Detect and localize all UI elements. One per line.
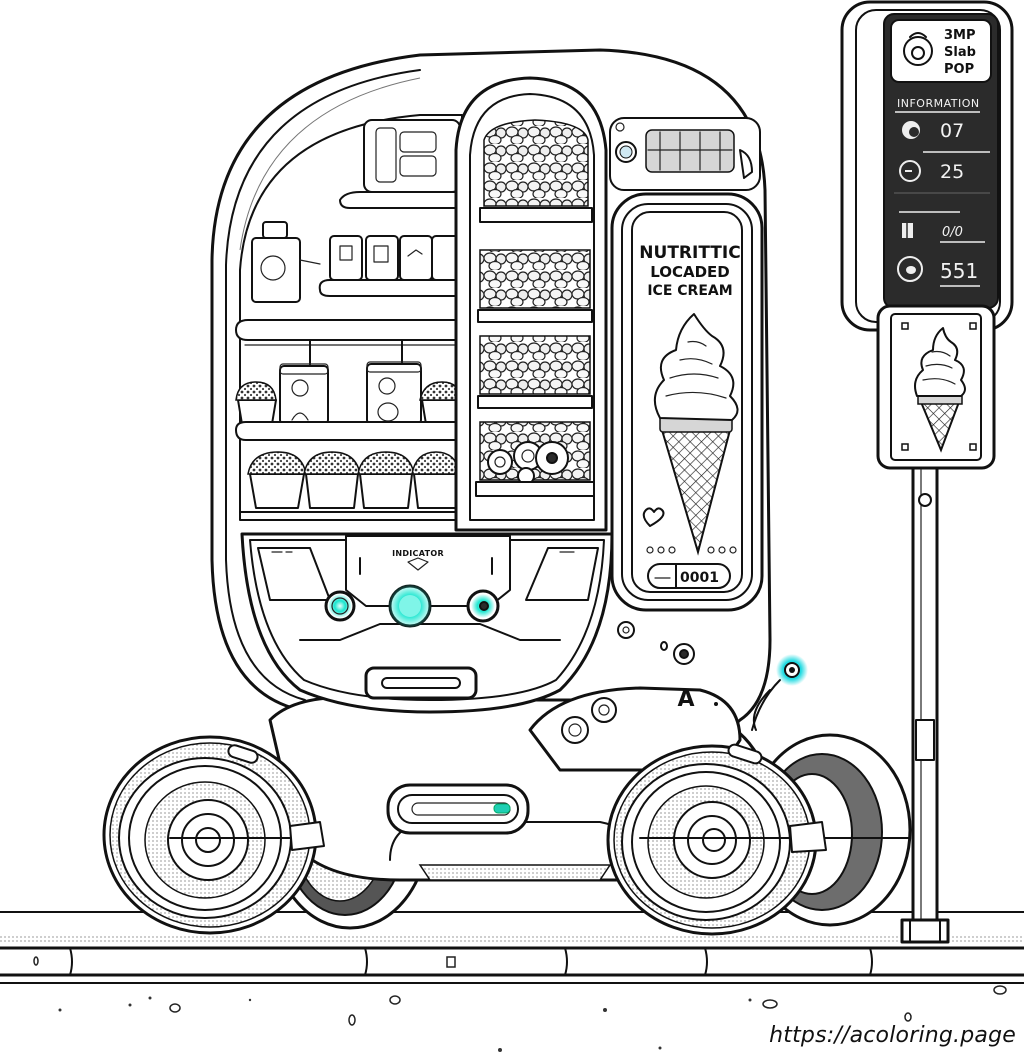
dispense-slot xyxy=(364,666,478,700)
sidewalk xyxy=(0,911,1024,1052)
kiosk-header-line1: 3MP xyxy=(944,28,976,43)
kiosk-logo-icon xyxy=(903,32,933,66)
kiosk: 3MP Slab POP INFORMATION 07 25 xyxy=(840,0,1014,944)
token-icon xyxy=(897,256,923,282)
ice-cream-cone-icon xyxy=(914,327,966,453)
muffins-lower xyxy=(247,451,461,509)
indicator-light-right xyxy=(466,589,500,623)
control-panel: INDICATOR xyxy=(240,532,614,714)
side-status-bar xyxy=(386,783,530,835)
ad-title-line3: ICE CREAM xyxy=(647,283,732,299)
logo-glyph: A xyxy=(677,687,694,712)
antenna xyxy=(751,654,808,731)
kiosk-header-line2: Slab xyxy=(944,45,976,60)
circle-icon xyxy=(899,160,921,182)
vending-machine-body: NUTRITTIC LOCADED ICE CREAM 0001 xyxy=(210,48,808,882)
muffins-upper xyxy=(235,381,461,425)
sensor-panel xyxy=(609,117,761,191)
kiosk-row-value: 551 xyxy=(940,259,978,283)
indicator-light-center xyxy=(388,584,432,628)
watermark[interactable]: https://acoloring.page xyxy=(769,1023,1016,1048)
kiosk-header-line3: POP xyxy=(944,62,974,77)
heart-icon xyxy=(642,507,665,527)
kiosk-panel-title: INFORMATION xyxy=(897,97,980,110)
front-wheel-right xyxy=(606,743,911,936)
control-panel-label: INDICATOR xyxy=(392,549,444,558)
kiosk-row: 0/0 xyxy=(902,223,985,243)
product-cups-row xyxy=(329,235,461,281)
kiosk-row-value: 0/0 xyxy=(942,225,963,240)
product-rolls xyxy=(487,441,569,485)
scoop-icon xyxy=(902,121,920,139)
side-ad-sign: NUTRITTIC LOCADED ICE CREAM 0001 xyxy=(610,192,764,612)
kiosk-row: 07 xyxy=(902,120,964,142)
ad-title-line2: LOCADED xyxy=(650,263,730,281)
kiosk-row-value: 07 xyxy=(940,120,964,142)
kiosk-row: 551 xyxy=(897,256,980,287)
dots-left xyxy=(646,546,676,554)
ad-title-line1: NUTRITTIC xyxy=(639,243,740,263)
status-indicator-light xyxy=(493,803,511,814)
ad-counter-value: 0001 xyxy=(680,570,719,586)
kiosk-row: 25 xyxy=(899,160,964,183)
cup-icon xyxy=(902,223,913,238)
ad-counter: 0001 xyxy=(647,563,731,589)
ice-cream-cone-icon xyxy=(653,313,739,556)
dots-right xyxy=(707,546,737,554)
indicator-light-left xyxy=(324,590,356,622)
kiosk-row-value: 25 xyxy=(940,161,964,183)
front-wheel-left xyxy=(102,735,325,935)
